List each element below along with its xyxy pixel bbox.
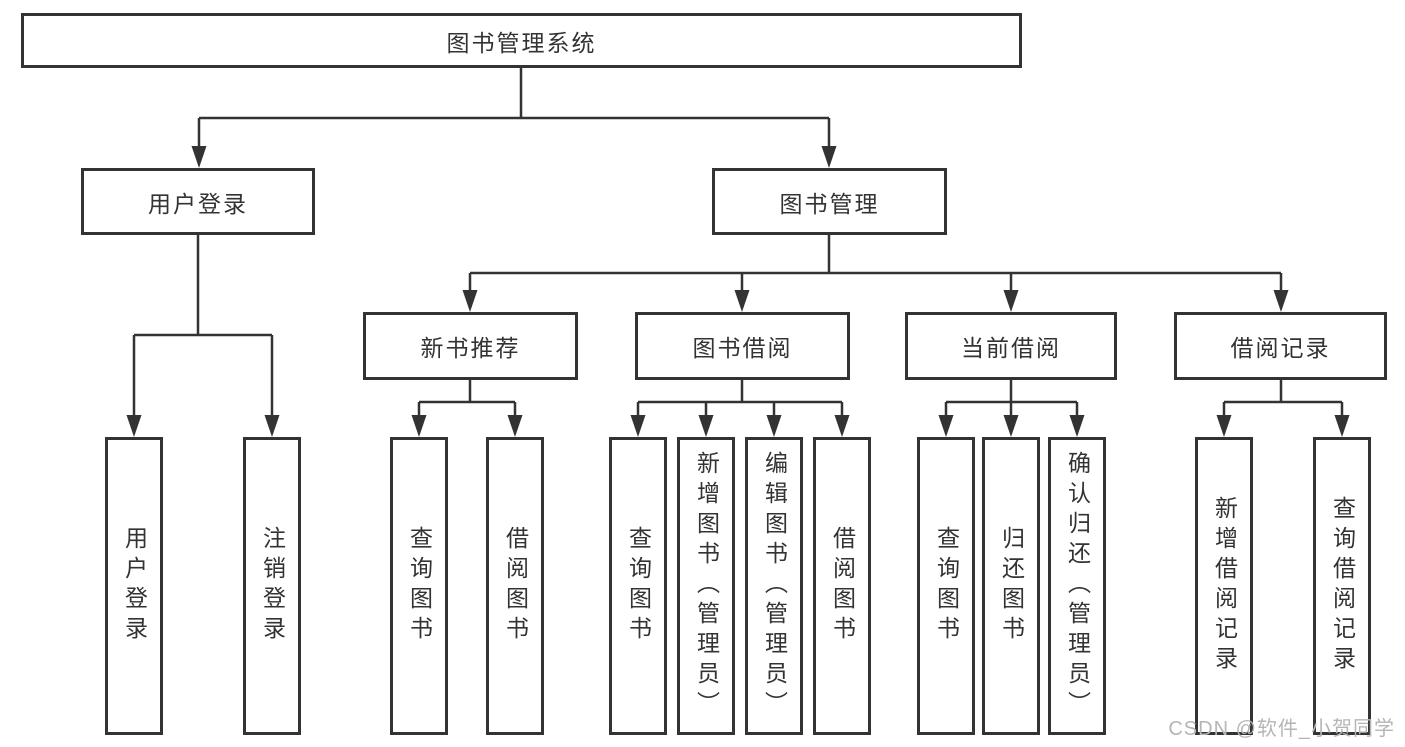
node-book-management: 图书管理 — [712, 168, 947, 235]
leaf-borrow-books-borrowing: 借阅图书 — [813, 437, 871, 735]
node-book-borrowing: 图书借阅 — [635, 312, 850, 380]
leaf-query-books-current: 查询图书 — [917, 437, 975, 735]
node-new-book-recommendation: 新书推荐 — [363, 312, 578, 380]
connector-paths — [132, 66, 1344, 421]
node-current-borrowing: 当前借阅 — [905, 312, 1117, 380]
leaf-user-login: 用户登录 — [105, 437, 163, 735]
leaf-query-books-borrowing: 查询图书 — [609, 437, 667, 735]
leaf-return-books: 归还图书 — [982, 437, 1040, 735]
leaf-query-borrow-record: 查询借阅记录 — [1313, 437, 1371, 735]
leaf-add-borrow-record: 新增借阅记录 — [1195, 437, 1253, 735]
leaf-borrow-books-recommend: 借阅图书 — [486, 437, 544, 735]
node-borrowing-records: 借阅记录 — [1174, 312, 1387, 380]
arrowheads — [126, 146, 1350, 437]
watermark: CSDN @软件_小贺同学 — [1168, 718, 1395, 740]
node-user-login: 用户登录 — [81, 168, 315, 235]
leaf-add-books-admin: 新增图书（管理员） — [677, 437, 735, 735]
leaf-query-books-recommend: 查询图书 — [390, 437, 448, 735]
leaf-confirm-return-admin: 确认归还（管理员） — [1048, 437, 1106, 735]
leaf-edit-books-admin: 编辑图书（管理员） — [745, 437, 803, 735]
node-library-management-system: 图书管理系统 — [21, 13, 1022, 68]
leaf-logout: 注销登录 — [243, 437, 301, 735]
